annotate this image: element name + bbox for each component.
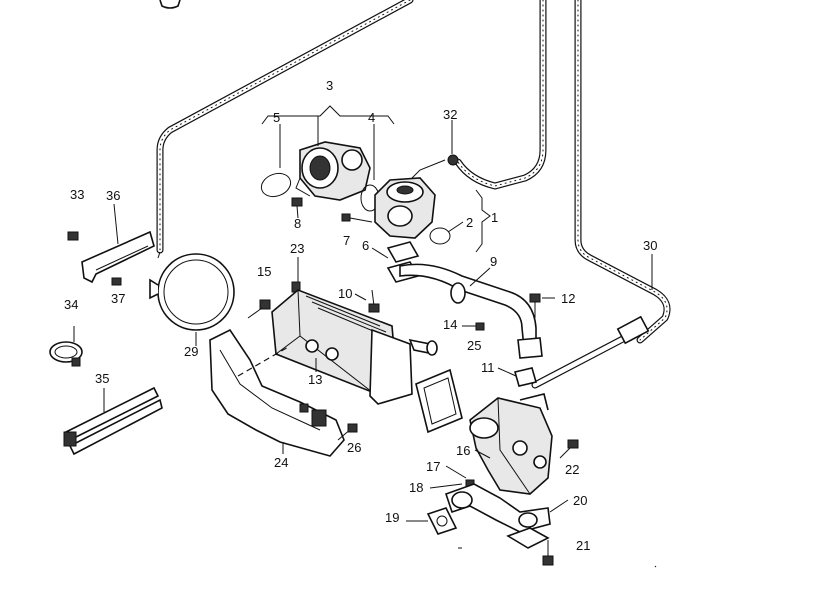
brace-1: [475, 189, 491, 253]
callout-11: 11: [481, 360, 495, 375]
leader-lines: [73, 116, 657, 568]
part-25-clamp: [475, 322, 485, 331]
callout-labels: 1 2 3 4 5 6 7 8 9 10 11 12 13 14 15 16 1…: [64, 78, 657, 553]
callout-29: 29: [184, 344, 198, 359]
part-29-vacuum-reservoir: [149, 251, 235, 331]
part-35-cable-tie: [63, 386, 163, 456]
part-34-hose-clamp: [49, 341, 83, 367]
part-24-dashed-guide: [237, 345, 291, 377]
callout-20: 20: [573, 493, 587, 508]
part-16-valve-housing: [469, 393, 553, 495]
part-12-bolt: [529, 293, 541, 318]
part-37-nut: [111, 277, 122, 286]
part-13-egr-cooler: [271, 289, 438, 405]
part-10-bolt: [368, 289, 380, 313]
callout-4: 4: [368, 110, 375, 125]
part-8-bolt: [291, 197, 303, 219]
egr-cable: [531, 315, 650, 389]
brace-3: [261, 105, 395, 125]
callout-16: 16: [456, 443, 470, 458]
callout-22: 22: [565, 462, 579, 477]
callout-3: 3: [326, 78, 333, 93]
callout-9: 9: [490, 254, 497, 269]
callout-15: 15: [257, 264, 271, 279]
callout-23: 23: [290, 241, 304, 256]
part-14-gasket: [415, 368, 463, 434]
vacuum-hose-right-upper: [454, 0, 547, 190]
callout-1: 1: [491, 210, 498, 225]
part-21-bolt: [542, 540, 554, 566]
callout-7: 7: [343, 233, 350, 248]
callout-37: 37: [111, 291, 125, 306]
callout-14: 14: [443, 317, 457, 332]
part-20-pipe: [444, 483, 551, 549]
callout-5: 5: [273, 110, 280, 125]
callout-34: 34: [64, 297, 78, 312]
callout-36: 36: [106, 188, 120, 203]
part-11-gasket: [514, 367, 537, 387]
part-2-o-ring: [429, 227, 451, 245]
callout-13: 13: [308, 372, 322, 387]
callout-10: 10: [338, 286, 352, 301]
callout-6: 6: [362, 238, 369, 253]
part-33-bolt: [67, 231, 79, 241]
part-1-egr-valve: [374, 177, 436, 239]
callout-8: 8: [294, 216, 301, 231]
callout-24: 24: [274, 455, 288, 470]
callout-35: 35: [95, 371, 109, 386]
part-32-hose-clip: [447, 154, 459, 166]
callout-25: 25: [467, 338, 481, 353]
vacuum-hose-30: [574, 0, 671, 344]
callout-26: 26: [347, 440, 361, 455]
top-partial-part: [159, 0, 181, 9]
part-22-bolt: [559, 439, 579, 459]
part-26-bolt: [337, 423, 358, 441]
callout-19: 19: [385, 510, 399, 525]
part-24-bracket: [209, 328, 345, 457]
part-7-bolt: [341, 213, 373, 223]
part-9-egr-pipe: [399, 263, 543, 359]
callout-2: 2: [466, 215, 473, 230]
vacuum-hose-main: [156, 0, 414, 254]
callout-30: 30: [643, 238, 657, 253]
callout-33: 33: [70, 187, 84, 202]
callout-32: 32: [443, 107, 457, 122]
part-5-gasket: [260, 172, 292, 198]
callout-12: 12: [561, 291, 575, 306]
callout-18: 18: [409, 480, 423, 495]
part-4-throttle-body: [295, 141, 371, 201]
part-15-bolt: [247, 299, 271, 319]
part-19-gasket: [426, 507, 458, 535]
part-36-bracket: [81, 230, 155, 284]
callout-21: 21: [576, 538, 590, 553]
callout-17: 17: [426, 459, 440, 474]
